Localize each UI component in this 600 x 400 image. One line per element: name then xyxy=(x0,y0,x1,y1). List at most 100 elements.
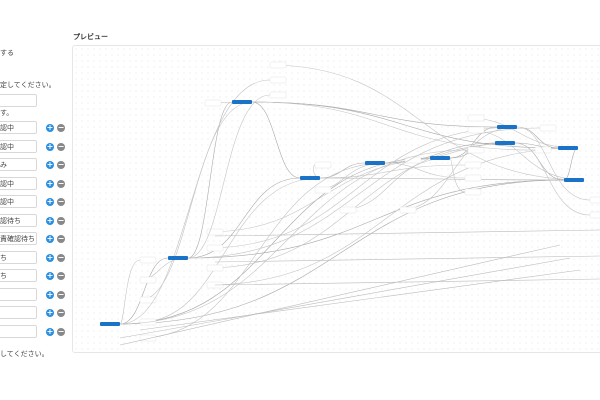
transition-label xyxy=(539,124,557,132)
minus-circle-icon[interactable]: − xyxy=(57,234,65,243)
edge xyxy=(449,157,466,193)
transition-label xyxy=(339,206,357,214)
transition-label xyxy=(204,99,222,107)
transition-label xyxy=(139,296,157,304)
edge xyxy=(119,244,561,346)
minus-circle-icon[interactable]: − xyxy=(57,326,65,336)
edge xyxy=(384,162,466,179)
minus-circle-icon[interactable]: − xyxy=(57,141,65,151)
edge xyxy=(119,257,571,339)
state-node xyxy=(497,125,517,129)
plus-circle-icon[interactable]: + xyxy=(46,252,54,262)
status-input[interactable]: 認中 xyxy=(0,176,37,190)
transition-label xyxy=(206,228,224,236)
edge xyxy=(139,177,321,323)
status-input[interactable]: ち xyxy=(0,250,37,264)
status-input[interactable]: み xyxy=(0,158,37,171)
transition-label xyxy=(464,161,482,169)
plus-circle-icon[interactable]: + xyxy=(46,271,54,280)
edge xyxy=(516,126,591,201)
state-node xyxy=(232,100,252,104)
edge xyxy=(119,257,169,325)
plus-circle-icon[interactable]: + xyxy=(46,289,54,299)
status-input[interactable] xyxy=(0,324,37,338)
status-input[interactable]: 認中 xyxy=(0,121,37,134)
status-input[interactable] xyxy=(0,306,37,319)
plus-circle-icon[interactable]: + xyxy=(46,308,54,317)
state-node xyxy=(564,178,584,182)
minus-circle-icon[interactable]: − xyxy=(57,123,65,132)
edge xyxy=(187,101,233,259)
state-node xyxy=(495,141,515,145)
minus-circle-icon[interactable]: − xyxy=(57,271,65,280)
edge xyxy=(319,164,466,179)
state-node xyxy=(558,146,578,150)
edge xyxy=(319,177,565,181)
plus-circle-icon[interactable]: + xyxy=(46,215,54,225)
edge xyxy=(139,162,386,339)
transition-label xyxy=(269,76,287,84)
minus-circle-icon[interactable]: − xyxy=(57,215,65,225)
plus-circle-icon[interactable]: + xyxy=(46,326,54,336)
edge xyxy=(187,127,541,259)
edge xyxy=(563,147,579,181)
transition-label xyxy=(464,188,482,196)
state-node xyxy=(430,156,450,160)
transition-label xyxy=(314,161,332,169)
transition-label xyxy=(139,276,157,284)
preview-canvas[interactable] xyxy=(72,45,600,353)
edge xyxy=(206,157,451,233)
transition-label xyxy=(467,126,485,134)
edge xyxy=(206,126,518,249)
minus-circle-icon[interactable]: − xyxy=(57,252,65,262)
edge xyxy=(251,101,498,128)
edge xyxy=(187,94,271,259)
edge xyxy=(214,255,600,263)
edge xyxy=(214,278,600,286)
edge xyxy=(251,101,559,149)
plus-circle-icon[interactable]: + xyxy=(46,141,54,151)
plus-circle-icon[interactable]: + xyxy=(46,160,54,169)
minus-circle-icon[interactable]: − xyxy=(57,178,65,188)
edge xyxy=(187,179,565,259)
hint-text: す。 xyxy=(0,109,14,117)
plus-circle-icon[interactable]: + xyxy=(46,178,54,188)
plus-circle-icon[interactable]: + xyxy=(46,197,54,206)
status-input[interactable]: 認中 xyxy=(0,195,37,208)
transition-label xyxy=(269,61,287,69)
transition-label xyxy=(467,114,485,122)
status-input[interactable]: 責確認待ち xyxy=(0,232,37,245)
instruction-text: 定してください。 xyxy=(0,81,56,89)
edge xyxy=(119,79,271,325)
first-input[interactable] xyxy=(0,94,37,107)
transition-label xyxy=(467,146,485,154)
transition-label xyxy=(314,186,332,194)
minus-circle-icon[interactable]: − xyxy=(57,160,65,169)
edge xyxy=(119,157,431,325)
state-node xyxy=(365,161,385,165)
status-input[interactable]: ち xyxy=(0,269,37,282)
transition-label xyxy=(206,244,224,252)
edge xyxy=(251,101,536,151)
plus-circle-icon[interactable]: + xyxy=(46,123,54,132)
transition-label xyxy=(399,206,417,214)
transition-label xyxy=(589,211,600,219)
transition-label xyxy=(464,174,482,182)
edge xyxy=(119,149,469,325)
edge xyxy=(214,229,600,237)
description-text: する xyxy=(0,49,14,57)
minus-circle-icon[interactable]: − xyxy=(57,289,65,299)
minus-circle-icon[interactable]: − xyxy=(57,197,65,206)
state-node xyxy=(100,322,120,326)
minus-circle-icon[interactable]: − xyxy=(57,308,65,317)
status-input[interactable] xyxy=(0,287,37,301)
plus-circle-icon[interactable]: + xyxy=(46,234,54,243)
status-input[interactable]: 認待ち xyxy=(0,213,37,227)
edge xyxy=(467,129,585,181)
transition-label xyxy=(589,196,600,204)
status-input[interactable]: 認中 xyxy=(0,139,37,153)
footer-text: してください。 xyxy=(0,350,49,358)
edge xyxy=(251,101,301,179)
edge xyxy=(269,64,585,181)
